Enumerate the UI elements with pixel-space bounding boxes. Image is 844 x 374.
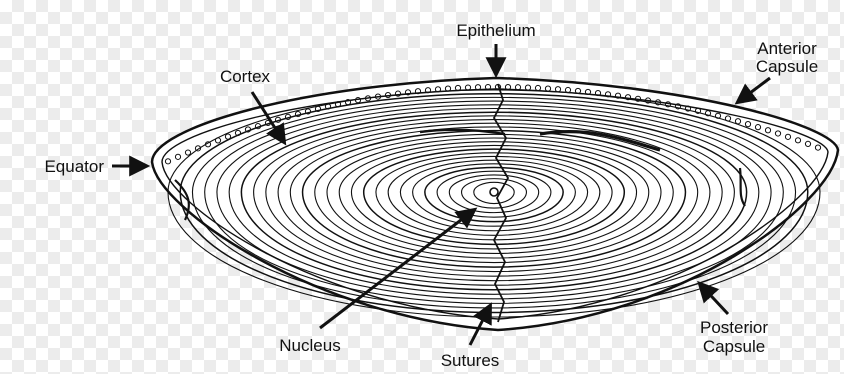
lens-body <box>152 78 838 330</box>
posterior-capsule-label-line2: Capsule <box>703 337 765 356</box>
anterior-capsule-arrow <box>738 78 770 102</box>
cortex-label: Cortex <box>220 67 271 86</box>
posterior-capsule-arrow <box>700 284 728 314</box>
epithelium-label: Epithelium <box>456 21 535 40</box>
anterior-capsule-label-line1: Anterior <box>757 39 817 58</box>
nucleus-label: Nucleus <box>279 336 340 355</box>
sutures-label: Sutures <box>441 351 500 370</box>
equator-label: Equator <box>44 157 104 176</box>
anterior-capsule-label-line2: Capsule <box>756 57 818 76</box>
posterior-capsule-label-line1: Posterior <box>700 318 768 337</box>
